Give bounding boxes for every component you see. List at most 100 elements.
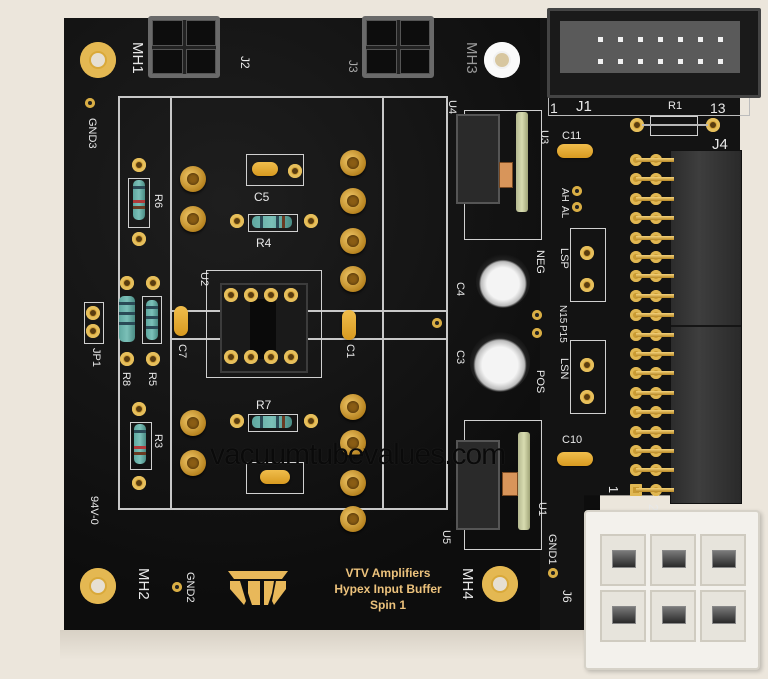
- label-n15: N15: [557, 305, 568, 324]
- resistor-r6: [133, 180, 145, 220]
- label-mh1: MH1: [129, 42, 146, 74]
- mounting-hole-mh1: [80, 42, 116, 78]
- label-pos: POS: [534, 370, 546, 394]
- label-u2: U2: [198, 272, 210, 287]
- vtv-logo-icon: [228, 571, 288, 605]
- table-shadow: [60, 630, 600, 660]
- pin-socket: [340, 266, 366, 292]
- r4-pad: [304, 214, 318, 228]
- title-line-3: Spin 1: [369, 598, 406, 612]
- mounting-hole-mh3: [484, 42, 520, 78]
- ah-testpoint: [572, 186, 582, 196]
- j4-pin: [636, 468, 674, 473]
- j4-pin: [636, 352, 674, 356]
- jp1-pad: [86, 306, 100, 320]
- label-j2: J2: [238, 56, 252, 69]
- regulator-u4: [456, 114, 500, 204]
- pcb-board: [64, 18, 600, 630]
- connector-j3: [362, 16, 434, 78]
- c5-outline: [246, 154, 304, 186]
- j4-pin: [636, 216, 674, 221]
- label-j3: J3: [346, 60, 360, 73]
- label-u5: U5: [440, 530, 452, 545]
- lsn-outline: [570, 340, 606, 414]
- label-lsn: LSN: [558, 358, 570, 380]
- lsp-pad: [580, 246, 594, 260]
- u2-pin: [244, 350, 258, 364]
- label-c5: C5: [254, 190, 270, 204]
- j4-pin: [636, 429, 674, 434]
- capacitor-c10: [557, 452, 593, 466]
- n15-testpoint: [532, 310, 542, 320]
- lsn-pad: [580, 390, 594, 404]
- lsp-pad: [580, 278, 594, 292]
- j4-pin: [636, 313, 674, 318]
- label-j1: J1: [576, 98, 592, 115]
- r1-outline: [650, 116, 698, 136]
- lsp-outline: [570, 228, 606, 302]
- al-testpoint: [572, 202, 582, 212]
- capacitor-c4: [476, 254, 530, 308]
- u2-pin: [264, 350, 278, 364]
- pin-socket: [340, 188, 366, 214]
- connector-j1-header: [547, 8, 761, 98]
- r7-pad: [230, 414, 244, 428]
- pin-socket: [180, 166, 206, 192]
- label-mh4: MH4: [459, 568, 476, 600]
- label-r3: R3: [152, 434, 164, 449]
- silk-line: [382, 96, 384, 508]
- resistor-r5: [146, 300, 158, 340]
- u2-outline: [206, 270, 322, 378]
- label-mh3: MH3: [463, 42, 480, 74]
- j4-pin: [636, 235, 674, 240]
- pin-socket: [340, 430, 366, 456]
- label-u1: U1: [536, 502, 548, 517]
- jp1-outline: [84, 302, 104, 344]
- r4-pad: [230, 214, 244, 228]
- r4-outline: [248, 214, 298, 232]
- capacitor-c7: [174, 306, 188, 336]
- silk-line: [118, 96, 120, 508]
- label-j6: J6: [560, 590, 574, 603]
- via: [432, 318, 442, 328]
- label-j4-pin1: 1: [606, 485, 622, 494]
- resistor-r8: [119, 296, 135, 342]
- r6-pad: [132, 158, 146, 172]
- capacitor-c1: [342, 310, 356, 340]
- r5-outline: [142, 296, 162, 344]
- u2-pin: [244, 288, 258, 302]
- silk-line: [170, 96, 172, 508]
- title-line-1: VTV Amplifiers: [345, 566, 431, 580]
- pin-socket: [340, 150, 366, 176]
- silk-line: [170, 338, 446, 340]
- p15-testpoint: [532, 328, 542, 338]
- pin-socket: [340, 506, 366, 532]
- j4-pin: [636, 487, 674, 492]
- u2-pin: [224, 288, 238, 302]
- u2-pin: [284, 350, 298, 364]
- label-gnd2: GND2: [184, 572, 196, 603]
- u2-pin: [264, 288, 278, 302]
- j4-pin: [636, 410, 674, 415]
- jp1-pad: [86, 324, 100, 338]
- j4-pin: [636, 158, 674, 162]
- label-ah: AH: [559, 188, 570, 202]
- label-c1: C1: [344, 344, 356, 359]
- silk-line: [446, 96, 448, 508]
- label-lsp: LSP: [558, 248, 570, 269]
- smd-component: [499, 162, 513, 188]
- gnd3-testpoint: [85, 98, 95, 108]
- r8-pad: [120, 276, 134, 290]
- label-r1: R1: [668, 100, 683, 112]
- r7-outline: [248, 414, 298, 432]
- mounting-hole-mh2: [80, 568, 116, 604]
- label-c10: C10: [562, 434, 583, 446]
- label-neg: NEG: [534, 250, 546, 274]
- r1-pad: [706, 118, 720, 132]
- u2-pin: [224, 350, 238, 364]
- label-jp1: JP1: [90, 348, 102, 367]
- label-r8: R8: [120, 372, 132, 387]
- r3-pad: [132, 402, 146, 416]
- smd-component: [502, 472, 518, 496]
- j4-pin: [636, 449, 674, 453]
